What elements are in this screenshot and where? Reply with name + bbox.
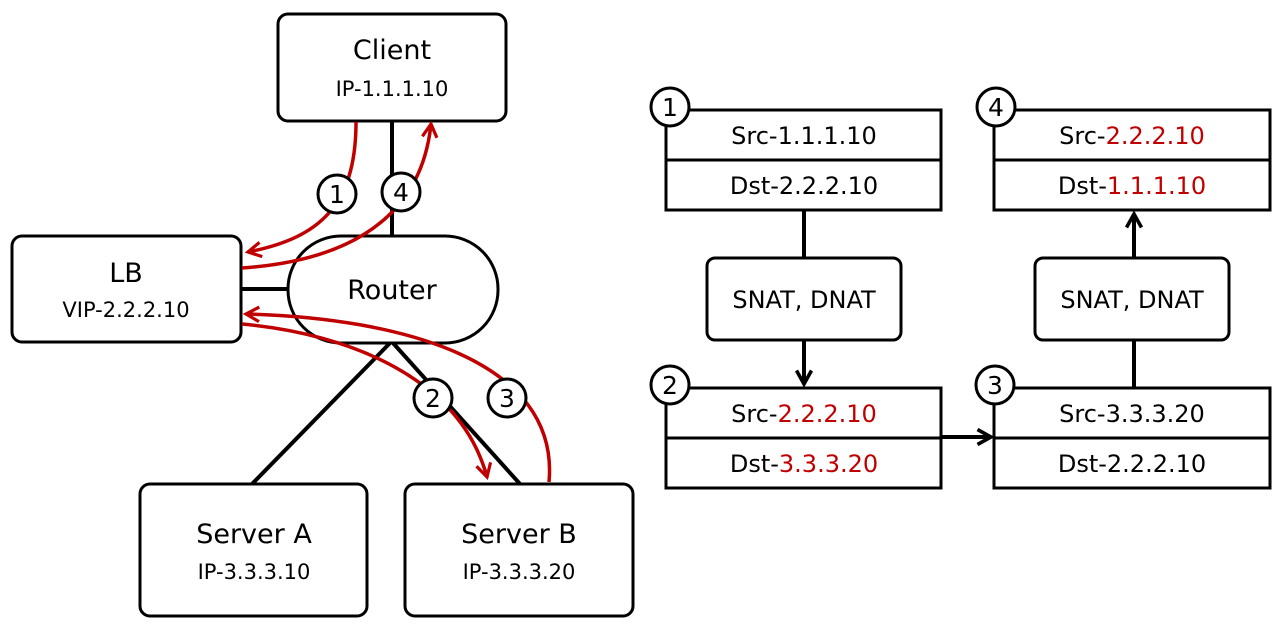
client-label: Client — [353, 35, 431, 66]
step-2-marker: 2 — [412, 377, 454, 419]
packet-4: Src-2.2.2.10 Dst-1.1.1.10 4 — [975, 86, 1272, 212]
svg-text:4: 4 — [393, 178, 409, 207]
nat-left-label: SNAT, DNAT — [732, 286, 876, 314]
svg-text:1: 1 — [329, 180, 345, 209]
packet-1-dst: Dst-2.2.2.10 — [730, 172, 878, 200]
lb-vip: VIP-2.2.2.10 — [62, 298, 189, 322]
router-label: Router — [347, 275, 437, 306]
nat-box-left: SNAT, DNAT — [705, 256, 903, 342]
lb-label: LB — [109, 258, 143, 289]
packet-4-src: Src-2.2.2.10 — [1059, 122, 1205, 150]
packet-3-dst: Dst-2.2.2.10 — [1058, 450, 1206, 478]
client-node: Client IP-1.1.1.10 — [276, 12, 508, 123]
packet-2: Src-2.2.2.10 Dst-3.3.3.20 2 — [649, 364, 943, 490]
step-1-marker: 1 — [316, 173, 358, 215]
step-3-marker: 3 — [486, 377, 528, 419]
packet-2-dst: Dst-3.3.3.20 — [730, 450, 878, 478]
nat-right-label: SNAT, DNAT — [1060, 286, 1204, 314]
server-b-node: Server B IP-3.3.3.20 — [403, 482, 635, 618]
server-a-ip: IP-3.3.3.10 — [198, 560, 311, 584]
server-a-label: Server A — [196, 519, 312, 550]
client-ip: IP-1.1.1.10 — [336, 77, 449, 101]
router-node: Router — [286, 234, 500, 345]
server-a-node: Server A IP-3.3.3.10 — [138, 482, 369, 618]
packet-1-src: Src-1.1.1.10 — [731, 122, 877, 150]
lb-node: LB VIP-2.2.2.10 — [10, 234, 243, 344]
flow-4-lb-to-client — [241, 124, 431, 270]
packet-1: Src-1.1.1.10 Dst-2.2.2.10 1 — [649, 86, 943, 212]
link-router-server-b — [391, 341, 522, 486]
packet-4-dst: Dst-1.1.1.10 — [1058, 172, 1206, 200]
flow-2-lb-to-server-b — [241, 322, 487, 477]
step-4-marker: 4 — [380, 171, 422, 213]
packet-3: Src-3.3.3.20 Dst-2.2.2.10 3 — [974, 364, 1272, 490]
svg-text:2: 2 — [425, 384, 441, 413]
server-b-label: Server B — [461, 519, 577, 550]
server-b-ip: IP-3.3.3.20 — [463, 560, 576, 584]
packet-3-step: 3 — [987, 371, 1003, 400]
packet-1-step: 1 — [662, 93, 678, 122]
flow-3-server-b-to-lb — [246, 314, 552, 483]
nat-box-right: SNAT, DNAT — [1033, 256, 1231, 342]
packet-2-step: 2 — [662, 371, 678, 400]
link-router-server-a — [250, 341, 392, 486]
svg-text:3: 3 — [499, 384, 515, 413]
packet-2-src: Src-2.2.2.10 — [731, 400, 877, 428]
packet-4-step: 4 — [988, 93, 1004, 122]
packet-3-src: Src-3.3.3.20 — [1059, 400, 1205, 428]
